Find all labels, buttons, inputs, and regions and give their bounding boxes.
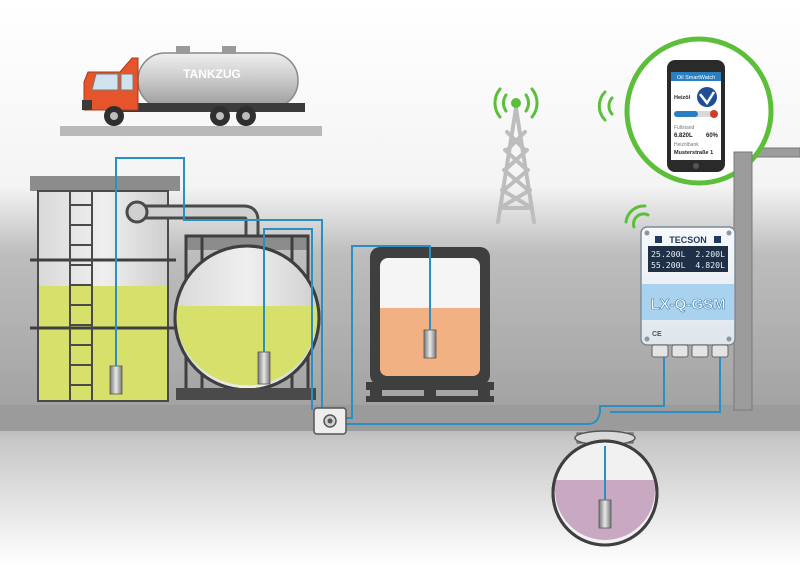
display-screen [648, 246, 728, 272]
display-row1-left: 25.200L [651, 249, 686, 259]
controller-brand: TECSON [669, 235, 707, 245]
truck-road [60, 126, 322, 136]
controller-device: TECSON 25.200L 2.200L 55.200L 4.820L LX-… [624, 204, 736, 358]
controller-signal-icon [624, 204, 650, 229]
tank-ladder [69, 191, 93, 401]
truck-side-window [120, 73, 134, 91]
fill-label: Füllstand [674, 125, 695, 131]
display-row2-left: 55.200L [651, 260, 686, 270]
junction-box [313, 407, 347, 435]
display-row1-right: 2.200L [695, 249, 725, 259]
level-probe [109, 365, 123, 395]
truck-hatch [222, 46, 236, 54]
horizontal-tank [173, 234, 321, 400]
truck-bumper [82, 100, 92, 110]
tank-base [176, 388, 316, 400]
app-title: Oil SmartWatch [677, 75, 715, 81]
ce-mark: CE [652, 331, 662, 338]
app-header [671, 72, 721, 81]
pallet-base [366, 396, 494, 402]
truck-hatch [176, 46, 190, 54]
vertical-tank-liquid [39, 286, 167, 400]
horizontal-tank-liquid [176, 306, 318, 386]
ground-strip [0, 405, 800, 431]
cable-glands [651, 344, 729, 358]
cable-underground-to-controller [610, 356, 721, 413]
frame-top [186, 236, 308, 250]
cable-horizontal-tank [263, 228, 313, 410]
tank-name: Heizöl [674, 95, 691, 101]
mounting-pole [733, 151, 753, 411]
pallet-top [366, 382, 494, 390]
station-label: Heizölbank [674, 142, 699, 148]
level-probe [598, 499, 612, 529]
address: Musterstraße 1 [674, 150, 713, 156]
sensor-cables [115, 157, 721, 500]
fill-volume: 6.820L [674, 133, 693, 139]
controller-display: 25.200L 2.200L 55.200L 4.820L [648, 246, 728, 272]
model-band [642, 284, 734, 320]
radio-tower [496, 106, 536, 224]
level-probe [423, 329, 437, 359]
app-logo-icon [697, 87, 717, 107]
display-row2-right: 4.820L [695, 260, 725, 270]
controller-model: LX-Q-GSM [651, 296, 726, 313]
vertical-tank-top [30, 176, 180, 191]
tanker-truck: TANKZUG [60, 46, 322, 136]
truck-chassis [110, 103, 305, 112]
vertical-tank [30, 176, 180, 402]
tower-signal-icon [493, 87, 539, 119]
fill-percent: 60% [706, 133, 719, 139]
truck-label: TANKZUG [183, 67, 241, 81]
level-probe [257, 351, 271, 385]
cable-to-controller [345, 356, 665, 425]
cable-vertical-tank [115, 157, 323, 410]
alert-icon [710, 110, 718, 118]
phone-home-button [693, 163, 699, 169]
fill-bar-level [674, 111, 698, 117]
phone-signal-icon [597, 90, 614, 122]
truck-window [91, 73, 119, 91]
smartphone-callout: Oil SmartWatch Heizöl Füllstand 6.820L 6… [597, 36, 800, 186]
cable-ibc [345, 245, 431, 419]
